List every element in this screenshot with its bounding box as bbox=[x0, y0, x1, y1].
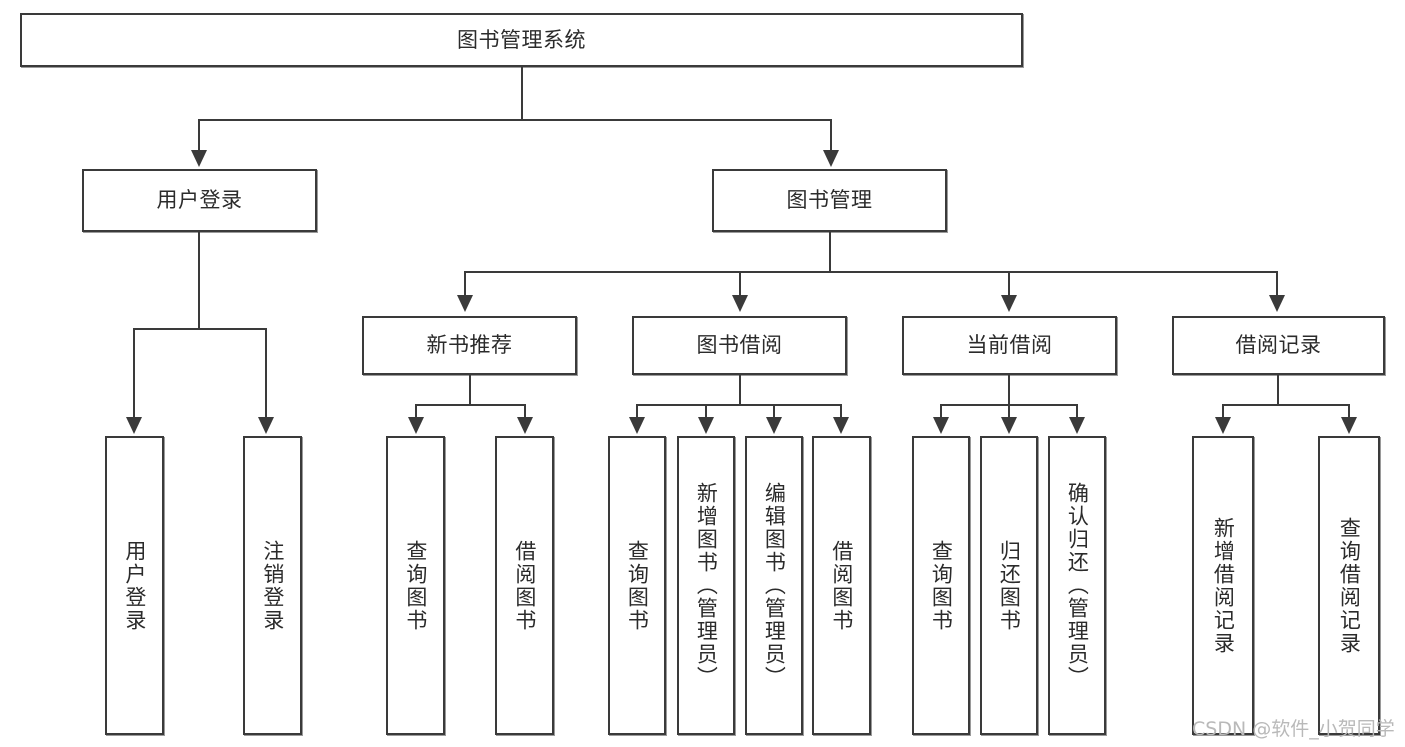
arrowhead-book-borrow-leaf-1 bbox=[629, 417, 645, 434]
connector-book-borrow-drop-4 bbox=[840, 404, 842, 419]
leaf-current-borrow-confirm-return[interactable]: 确认归还（管理员） bbox=[1048, 436, 1106, 735]
node-label: 新增借阅记录 bbox=[1211, 516, 1236, 655]
leaf-book-borrow-query-book[interactable]: 查询图书 bbox=[608, 436, 666, 735]
connector-borrow-record-stem bbox=[1277, 375, 1279, 405]
node-label: 借阅记录 bbox=[1235, 333, 1322, 358]
node-label: 查询借阅记录 bbox=[1337, 516, 1362, 655]
node-new-book-recommend[interactable]: 新书推荐 bbox=[362, 316, 577, 375]
connector-book-borrow-stem bbox=[739, 375, 741, 405]
connector-root-bus bbox=[198, 119, 832, 121]
connector-new-book-bus bbox=[415, 404, 526, 406]
leaf-book-borrow-edit-book[interactable]: 编辑图书（管理员） bbox=[745, 436, 803, 735]
node-label: 借阅图书 bbox=[829, 539, 854, 632]
connector-root-to-book-manage bbox=[830, 119, 832, 152]
node-label: 查询图书 bbox=[929, 539, 954, 632]
connector-user-login-drop-1 bbox=[133, 328, 135, 419]
connector-new-book-drop-1 bbox=[415, 404, 417, 419]
connector-book-borrow-drop-1 bbox=[636, 404, 638, 419]
node-label: 确认归还（管理员） bbox=[1065, 482, 1090, 689]
csdn-watermark: CSDN @软件_小贺同学 bbox=[1192, 718, 1395, 740]
connector-current-borrow-stem bbox=[1008, 375, 1010, 405]
arrowhead-new-book-leaf-1 bbox=[408, 417, 424, 434]
connector-borrow-record-drop-1 bbox=[1222, 404, 1224, 419]
node-label: 归还图书 bbox=[997, 539, 1022, 632]
node-label: 新增图书（管理员） bbox=[694, 482, 719, 689]
node-book-management[interactable]: 图书管理 bbox=[712, 169, 947, 232]
arrowhead-new-book-leaf-2 bbox=[517, 417, 533, 434]
leaf-new-book-borrow-book[interactable]: 借阅图书 bbox=[495, 436, 554, 735]
connector-root-stem bbox=[521, 67, 523, 120]
connector-book-manage-stem bbox=[829, 232, 831, 272]
leaf-borrow-record-add-record[interactable]: 新增借阅记录 bbox=[1192, 436, 1254, 735]
arrowhead-book-borrow-leaf-2 bbox=[698, 417, 714, 434]
leaf-borrow-record-query-record[interactable]: 查询借阅记录 bbox=[1318, 436, 1380, 735]
connector-new-book-stem bbox=[469, 375, 471, 405]
node-label: 新书推荐 bbox=[426, 333, 513, 358]
arrowhead-borrow-record-leaf-2 bbox=[1341, 417, 1357, 434]
arrowhead-to-user-login bbox=[191, 150, 207, 167]
node-book-borrow[interactable]: 图书借阅 bbox=[632, 316, 847, 375]
leaf-user-login-logout[interactable]: 注销登录 bbox=[243, 436, 302, 735]
arrowhead-current-borrow-leaf-1 bbox=[933, 417, 949, 434]
node-current-borrow[interactable]: 当前借阅 bbox=[902, 316, 1117, 375]
node-label: 当前借阅 bbox=[966, 333, 1053, 358]
node-borrow-record[interactable]: 借阅记录 bbox=[1172, 316, 1385, 375]
node-label: 注销登录 bbox=[260, 539, 285, 632]
node-label: 查询图书 bbox=[403, 539, 428, 632]
connector-book-manage-bus bbox=[464, 271, 1277, 273]
connector-borrow-record-bus bbox=[1222, 404, 1350, 406]
connector-root-to-user-login bbox=[198, 119, 200, 152]
connector-book-manage-drop-4 bbox=[1276, 271, 1278, 297]
arrowhead-to-borrow-record bbox=[1269, 295, 1285, 312]
leaf-current-borrow-query-book[interactable]: 查询图书 bbox=[912, 436, 970, 735]
leaf-book-borrow-borrow-book[interactable]: 借阅图书 bbox=[812, 436, 871, 735]
connector-user-login-bus bbox=[133, 328, 267, 330]
arrowhead-user-login-leaf-2 bbox=[258, 417, 274, 434]
arrowhead-to-new-book-recommend bbox=[457, 295, 473, 312]
node-label: 编辑图书（管理员） bbox=[762, 482, 787, 689]
connector-user-login-stem bbox=[198, 232, 200, 329]
leaf-user-login-login[interactable]: 用户登录 bbox=[105, 436, 164, 735]
connector-user-login-drop-2 bbox=[265, 328, 267, 419]
connector-current-borrow-drop-3 bbox=[1076, 404, 1078, 419]
node-label: 图书管理系统 bbox=[457, 27, 586, 52]
connector-book-manage-drop-2 bbox=[739, 271, 741, 297]
arrowhead-current-borrow-leaf-3 bbox=[1069, 417, 1085, 434]
node-label: 查询图书 bbox=[625, 539, 650, 632]
leaf-new-book-query-book[interactable]: 查询图书 bbox=[386, 436, 445, 735]
connector-book-borrow-drop-3 bbox=[773, 404, 775, 419]
arrowhead-current-borrow-leaf-2 bbox=[1001, 417, 1017, 434]
connector-new-book-drop-2 bbox=[524, 404, 526, 419]
connector-current-borrow-drop-1 bbox=[940, 404, 942, 419]
node-label: 图书借阅 bbox=[696, 333, 783, 358]
connector-borrow-record-drop-2 bbox=[1348, 404, 1350, 419]
arrowhead-to-current-borrow bbox=[1001, 295, 1017, 312]
arrowhead-to-book-manage bbox=[823, 150, 839, 167]
leaf-book-borrow-add-book[interactable]: 新增图书（管理员） bbox=[677, 436, 735, 735]
arrowhead-book-borrow-leaf-4 bbox=[833, 417, 849, 434]
connector-book-borrow-bus bbox=[636, 404, 842, 406]
node-label: 用户登录 bbox=[122, 539, 147, 632]
connector-book-manage-drop-3 bbox=[1008, 271, 1010, 297]
node-root-system[interactable]: 图书管理系统 bbox=[20, 13, 1023, 67]
node-label: 用户登录 bbox=[156, 188, 243, 213]
arrowhead-to-book-borrow bbox=[732, 295, 748, 312]
connector-book-borrow-drop-2 bbox=[705, 404, 707, 419]
node-label: 借阅图书 bbox=[512, 539, 537, 632]
node-user-login[interactable]: 用户登录 bbox=[82, 169, 317, 232]
arrowhead-borrow-record-leaf-1 bbox=[1215, 417, 1231, 434]
arrowhead-user-login-leaf-1 bbox=[126, 417, 142, 434]
arrowhead-book-borrow-leaf-3 bbox=[766, 417, 782, 434]
connector-current-borrow-drop-2 bbox=[1008, 404, 1010, 419]
leaf-current-borrow-return-book[interactable]: 归还图书 bbox=[980, 436, 1038, 735]
node-label: 图书管理 bbox=[786, 188, 873, 213]
connector-book-manage-drop-1 bbox=[464, 271, 466, 297]
